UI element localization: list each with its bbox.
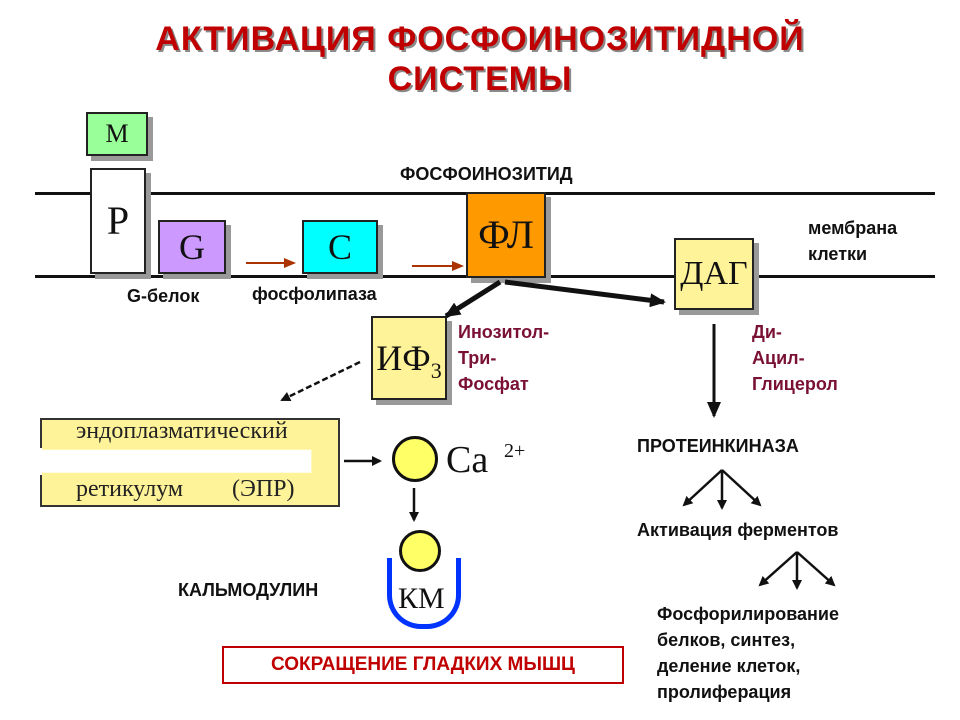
arrow-pk-fan-left xyxy=(682,469,723,507)
dag-label-2: Ацил- xyxy=(752,348,805,368)
ip3-box: ИФ3 xyxy=(371,316,447,400)
outcome-line-3: деление клеток, xyxy=(657,656,801,676)
outcome-line-2: белков, синтез, xyxy=(657,630,796,650)
arrow-fl-to-ip3 xyxy=(444,279,502,319)
enzyme-activation-label: Активация ферментов xyxy=(637,520,839,540)
arrow-enzyme-fan-left xyxy=(758,551,798,587)
ip3-box-subscript: 3 xyxy=(430,358,442,384)
outcome-line-4: пролиферация xyxy=(657,682,792,702)
km-label: КМ xyxy=(398,582,445,615)
arrow-enzyme-fan-right xyxy=(796,551,836,587)
title-line-1: АКТИВАЦИЯ ФОСФОИНОЗИТИДНОЙ xyxy=(155,20,805,58)
g-protein-box: G xyxy=(158,220,226,274)
membrane-label-2: клетки xyxy=(808,244,868,264)
arrow-fl-to-dag xyxy=(504,279,666,308)
er-text-3: (ЭПР) xyxy=(232,476,295,502)
receptor-p-box: Р xyxy=(90,168,146,274)
proteinkinase-label: ПРОТЕИНКИНАЗА xyxy=(637,436,799,456)
ip3-label-2: Три- xyxy=(458,348,497,368)
calmodulin-label: КАЛЬМОДУЛИН xyxy=(178,580,319,600)
ip3-box-main: ИФ xyxy=(376,338,431,378)
arrow-ip3-to-er xyxy=(280,360,361,402)
ca-label: Ca xyxy=(446,439,489,481)
ca-circle xyxy=(392,436,438,482)
er-text-1: эндоплазматический xyxy=(76,418,288,444)
fl-box: ФЛ xyxy=(466,192,546,278)
ip3-label-1: Инозитол- xyxy=(458,322,550,342)
ip3-label-3: Фосфат xyxy=(458,374,529,394)
dag-box: ДАГ xyxy=(674,238,754,310)
g-protein-label: G-белок xyxy=(127,286,200,306)
calmodulin-cup xyxy=(387,558,461,629)
dag-label-1: Ди- xyxy=(752,322,782,342)
er-text-2: ретикулум xyxy=(76,476,184,502)
m-box: М xyxy=(86,112,148,156)
membrane-label-1: мембрана xyxy=(808,218,898,238)
result-box: СОКРАЩЕНИЕ ГЛАДКИХ МЫШЦ xyxy=(222,646,624,684)
phospholipase-label: фосфолипаза xyxy=(252,284,377,304)
phosphoinositide-label: ФОСФОИНОЗИТИД xyxy=(400,164,573,184)
dag-label-3: Глицерол xyxy=(752,374,838,394)
title-line-2: СИСТЕМЫ xyxy=(387,60,573,98)
ca-charge: 2+ xyxy=(504,440,526,462)
arrow-pk-fan-right xyxy=(721,469,762,507)
outcome-line-1: Фосфорилирование xyxy=(657,604,839,624)
phospholipase-c-box: С xyxy=(302,220,378,274)
